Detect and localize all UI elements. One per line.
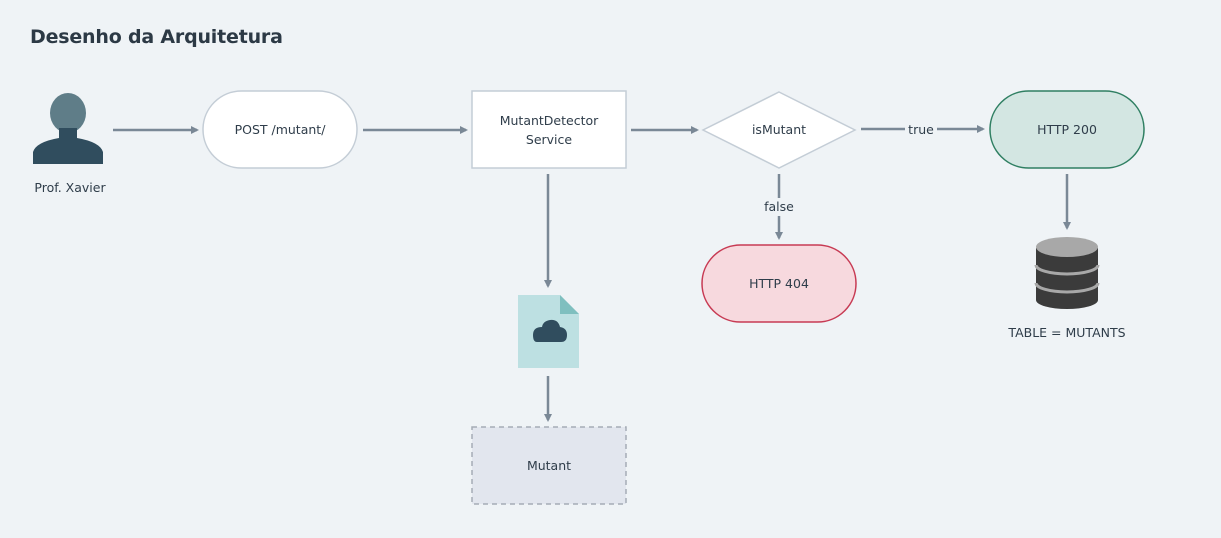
user-icon — [33, 93, 103, 164]
decision-label: isMutant — [752, 122, 806, 137]
http-404-label: HTTP 404 — [749, 276, 809, 291]
database-label: TABLE = MUTANTS — [1007, 325, 1125, 340]
cloud-file-icon — [518, 295, 579, 368]
mutant-node[interactable]: Mutant — [471, 426, 627, 505]
actor-label: Prof. Xavier — [34, 180, 106, 195]
http-200-node[interactable]: HTTP 200 — [989, 90, 1145, 169]
service-label-line1: MutantDetector — [500, 113, 599, 128]
http-404-node[interactable]: HTTP 404 — [701, 244, 857, 323]
diagram-title: Desenho da Arquitetura — [30, 26, 283, 48]
true-label: true — [908, 122, 934, 137]
decision-node[interactable]: isMutant — [701, 91, 857, 169]
database-icon — [1034, 237, 1100, 309]
service-node[interactable]: MutantDetector Service — [471, 90, 627, 169]
service-label-line2: Service — [526, 132, 573, 147]
mutant-label: Mutant — [527, 458, 571, 473]
post-endpoint-node[interactable]: POST /mutant/ — [202, 90, 358, 169]
false-label: false — [764, 199, 794, 214]
post-endpoint-label: POST /mutant/ — [235, 122, 327, 137]
http-200-label: HTTP 200 — [1037, 122, 1097, 137]
